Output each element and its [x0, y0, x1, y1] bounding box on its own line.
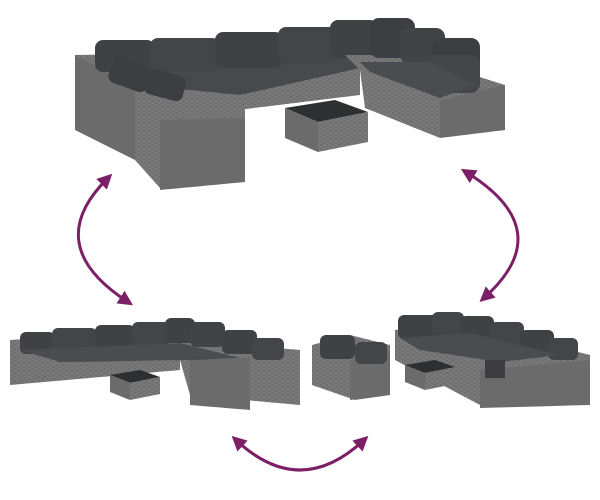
swap-arrow-icon — [231, 435, 369, 472]
seat-cushion — [400, 333, 560, 362]
coffee-table — [110, 370, 160, 400]
sofa-end-face — [480, 360, 590, 408]
right-front-face — [365, 70, 440, 138]
back-cushion — [215, 32, 283, 68]
front-left-face — [160, 118, 245, 190]
back-cushion — [398, 315, 438, 339]
back-cushion — [548, 338, 578, 360]
armchair — [312, 335, 390, 400]
back-cushion — [52, 328, 97, 352]
back-cushion — [222, 330, 257, 354]
back-cushion — [330, 20, 378, 58]
right-end-face — [440, 85, 505, 138]
swap-arrow-icon — [460, 168, 520, 303]
config-right — [312, 312, 590, 408]
coffee-table — [285, 100, 368, 152]
back-cushion — [150, 38, 220, 72]
back-cushion — [190, 322, 225, 347]
side-cushion — [108, 55, 152, 93]
side-cushion — [143, 68, 187, 102]
back-cushion — [278, 27, 340, 63]
back-cushion — [95, 325, 135, 349]
sofa-end-face — [190, 355, 250, 410]
config-left — [10, 318, 300, 410]
back-cushion — [165, 318, 195, 343]
back-cushion — [432, 312, 464, 336]
back-cushion — [252, 338, 284, 360]
back-cushion — [20, 332, 55, 354]
seat-cushion — [360, 62, 475, 98]
side-cushion — [485, 360, 505, 378]
back-cushion — [132, 322, 170, 346]
swap-arrow-icon — [76, 173, 134, 306]
coffee-table — [405, 360, 455, 390]
seat-cushion — [20, 343, 240, 362]
main-set — [75, 18, 505, 190]
